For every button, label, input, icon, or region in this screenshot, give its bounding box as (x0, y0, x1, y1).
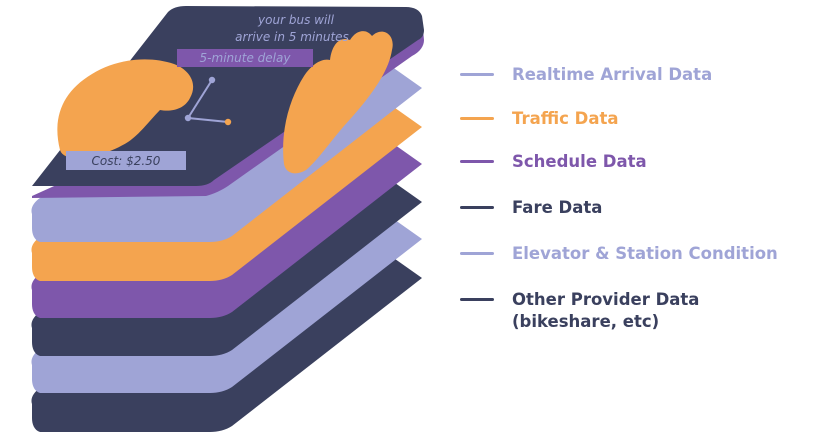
legend-item: Traffic Data (460, 108, 619, 130)
cost-badge: Cost: $2.50 (92, 154, 161, 168)
legend-line-swatch (460, 298, 494, 301)
legend-item: Realtime Arrival Data (460, 64, 712, 86)
legend-line-swatch (460, 252, 494, 255)
phone-screen: your bus will arrive in 5 minutes 5-minu… (32, 6, 424, 198)
left-hand-shape (57, 59, 194, 159)
legend-line-swatch (460, 206, 494, 209)
legend-item: Schedule Data (460, 151, 647, 173)
legend-label: Schedule Data (512, 152, 647, 171)
legend-label: Fare Data (512, 198, 603, 217)
legend-label: Elevator & Station Condition (512, 244, 778, 263)
delay-badge-bg (177, 49, 313, 67)
legend-label: Other Provider Data (bikeshare, etc) (512, 290, 700, 331)
legend-line-swatch (460, 160, 494, 163)
legend-item: Other Provider Data (bikeshare, etc) (460, 289, 699, 333)
route-icon (184, 76, 232, 126)
legend-line-swatch (460, 117, 494, 120)
arrival-text-line-2: arrive in 5 minutes (235, 30, 349, 44)
legend-label: Realtime Arrival Data (512, 65, 713, 84)
legend-item: Fare Data (460, 197, 602, 219)
right-hand-shape (283, 31, 393, 174)
legend-item: Elevator & Station Condition (460, 243, 778, 265)
arrival-text-line-1: your bus will (257, 13, 335, 27)
cost-badge-bg (66, 151, 186, 170)
legend-line-swatch (460, 73, 494, 76)
phone-face (32, 6, 424, 186)
legend-label: Traffic Data (512, 109, 619, 128)
delay-badge: 5-minute delay (200, 51, 292, 65)
